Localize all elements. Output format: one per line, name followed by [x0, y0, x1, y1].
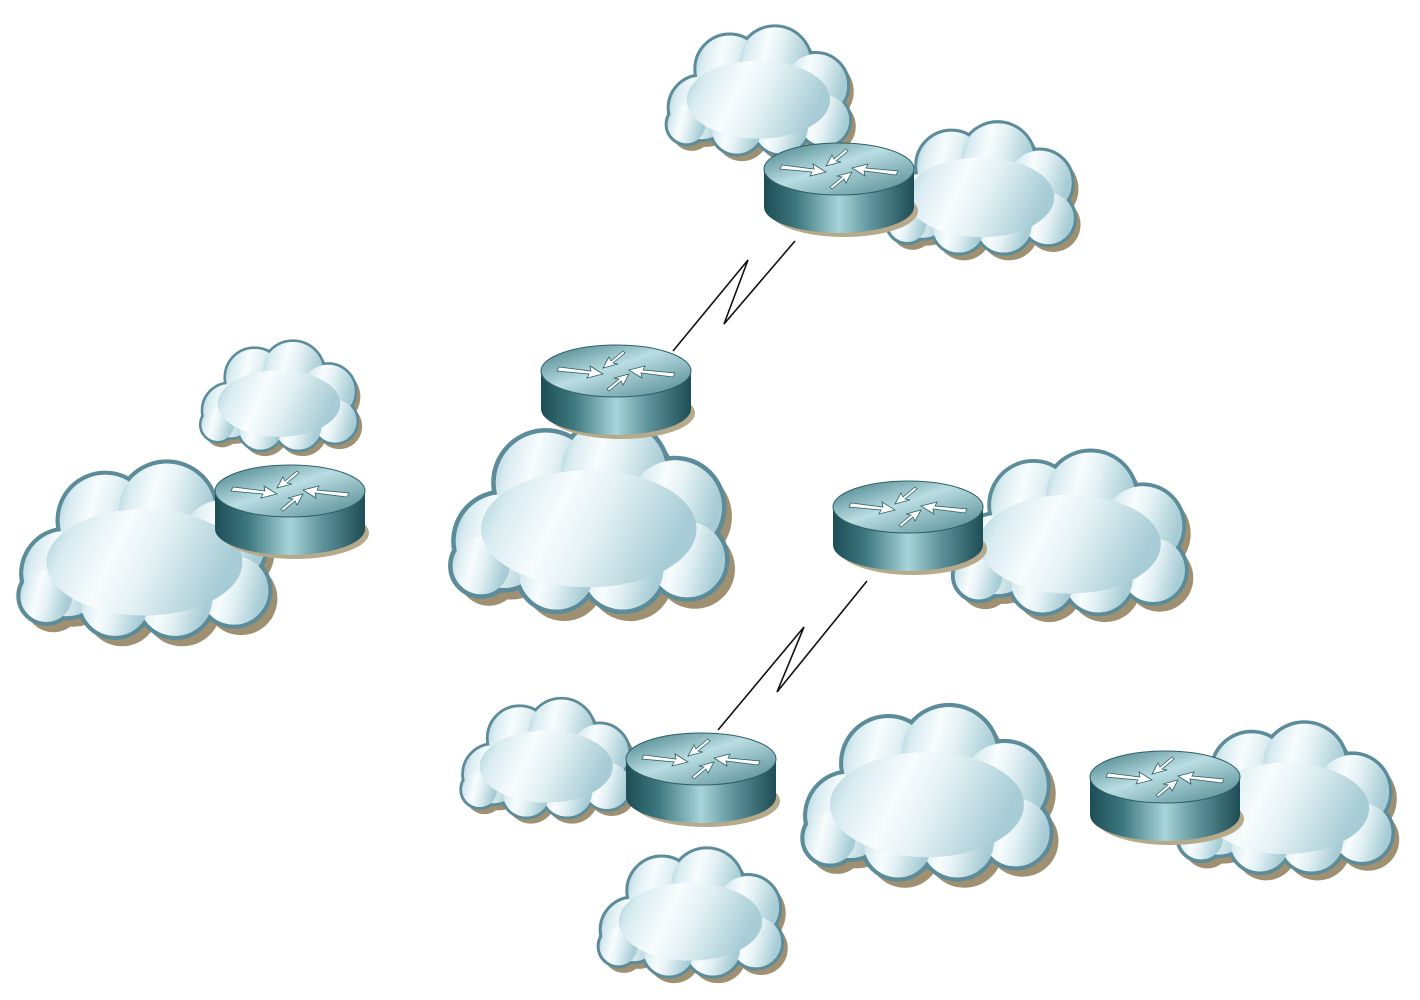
cloud-bottom-lower-icon — [596, 845, 790, 986]
cloud-bottom-left-icon — [458, 696, 639, 826]
router-left-icon — [214, 464, 370, 560]
router-top-right-icon — [763, 142, 919, 238]
cloud-left-tall-icon — [200, 341, 362, 457]
router-middle-right-icon — [832, 480, 988, 576]
cloud-center-lan-icon — [450, 418, 735, 621]
cloud-bottom-lan-icon — [802, 705, 1058, 888]
serial-link-bottom — [717, 580, 868, 731]
cloud-top-b-icon — [884, 119, 1083, 263]
cloud-top-a-icon — [666, 26, 856, 161]
serial-link-top — [672, 240, 796, 352]
router-center-icon — [540, 344, 696, 440]
cloud-middle-right-icon — [953, 451, 1194, 623]
router-bottom-left-icon — [625, 732, 781, 828]
router-bottom-right-icon — [1089, 750, 1245, 846]
